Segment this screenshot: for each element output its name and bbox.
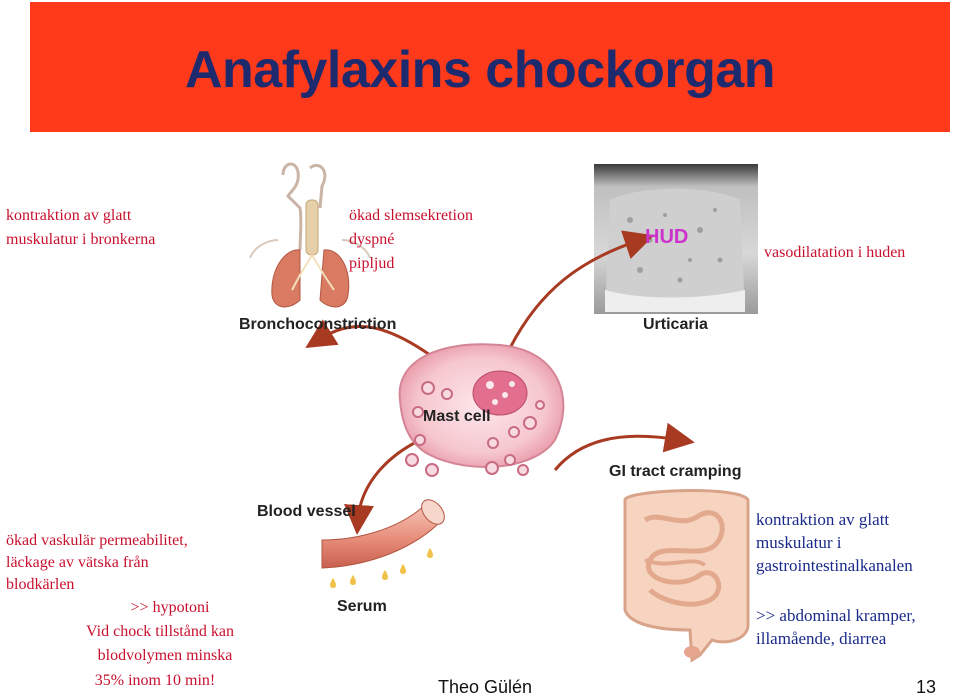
vessel-result: >> hypotoni Vid chock tillstånd kan blod… [0,596,420,693]
author-footer: Theo Gülén [438,677,532,698]
label-mast-cell: Mast cell [423,408,491,426]
vessel-effect: ökad vaskulär permeabilitet, läckage av … [6,530,188,596]
gi-effect-line1: kontraktion av glatt [756,508,913,531]
gi-tract-illustration [625,491,748,660]
vessel-result-4: 35% inom 10 min! [0,669,420,693]
label-gi-tract-cramping: GI tract cramping [609,463,741,481]
resp-symptom-2: dyspné [349,228,473,252]
bronchi-effect-line1: kontraktion av glatt [6,204,155,228]
respiratory-symptoms: ökad slemsekretion dyspné pipljud [349,204,473,276]
vessel-effect-line1: ökad vaskulär permeabilitet, [6,530,188,552]
gi-effect-line2: muskulatur i [756,531,913,554]
page-number: 13 [916,677,936,698]
gi-effect: kontraktion av glatt muskulatur i gastro… [756,508,913,577]
arrow-to-vessel [358,440,420,520]
resp-symptom-1: ökad slemsekretion [349,204,473,228]
vessel-result-1: >> hypotoni [0,596,420,620]
vessel-effect-line3: blodkärlen [6,574,188,596]
skin-tag: HUD [645,226,688,249]
bronchi-effect-line2: muskulatur i bronkerna [6,228,155,252]
gi-result: >> abdominal kramper, illamående, diarre… [756,604,916,650]
bronchi-effect: kontraktion av glatt muskulatur i bronke… [6,204,155,252]
resp-symptom-3: pipljud [349,252,473,276]
gi-result-line1: >> abdominal kramper, [756,604,916,627]
skin-effect: vasodilatation i huden [764,241,905,265]
gi-effect-line3: gastrointestinalkanalen [756,554,913,577]
label-urticaria: Urticaria [643,316,708,334]
vessel-effect-line2: läckage av vätska från [6,552,188,574]
label-bronchoconstriction: Bronchoconstriction [239,316,396,334]
label-blood-vessel: Blood vessel [257,503,356,521]
vessel-result-3: blodvolymen minska [0,644,420,668]
gi-result-line2: illamående, diarrea [756,627,916,650]
vessel-result-2: Vid chock tillstånd kan [0,620,420,644]
